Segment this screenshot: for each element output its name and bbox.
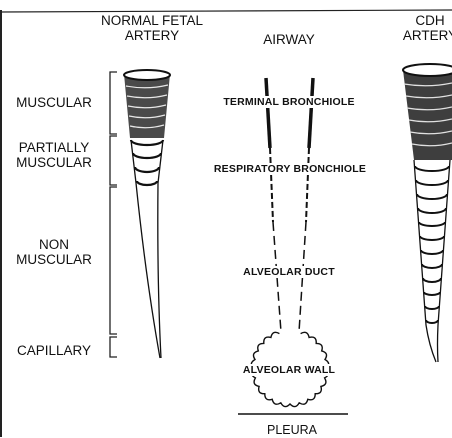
terminal-bronchiole-left — [266, 78, 270, 148]
header-airway: AIRWAY — [248, 33, 330, 48]
zone-label-muscular: MUSCULAR — [4, 96, 104, 111]
bracket-capillary — [110, 337, 117, 357]
zone-partial-line2: MUSCULAR — [4, 156, 104, 171]
bracket-muscular — [110, 72, 117, 134]
cdh-artery-muscular-wall — [403, 70, 452, 160]
terminal-bronchiole-right — [309, 78, 313, 148]
header-normal-line1: NORMAL FETAL — [90, 14, 214, 29]
frame-top-border — [0, 10, 452, 12]
zone-label-capillary: CAPILLARY — [4, 344, 104, 359]
zone-non-line1: NON — [4, 238, 104, 253]
label-alveolar-wall: ALVEOLAR WALL — [242, 364, 336, 376]
header-cdh-line2: ARTERY — [398, 29, 452, 44]
respiratory-bronchiole-left — [270, 148, 273, 222]
cdh-artery-vessel-walls — [414, 160, 450, 362]
zone-partial-line1: PARTIALLY — [4, 141, 104, 156]
cdh-artery-lumen — [403, 64, 452, 76]
label-alveolar-duct: ALVEOLAR DUCT — [242, 266, 336, 278]
zone-label-non-muscular: NON MUSCULAR — [4, 238, 104, 268]
header-cdh-line1: CDH — [398, 14, 452, 29]
label-respiratory-bronchiole: RESPIRATORY BRONCHIOLE — [213, 163, 367, 175]
label-pleura: PLEURA — [240, 424, 344, 438]
normal-artery — [124, 70, 170, 358]
respiratory-bronchiole-right — [306, 148, 309, 222]
cdh-artery — [403, 64, 452, 362]
bracket-partially-muscular — [110, 136, 117, 185]
normal-artery-lumen — [124, 70, 170, 80]
header-normal-line2: ARTERY — [90, 29, 214, 44]
header-cdh-artery: CDH ARTERY — [398, 14, 452, 44]
bracket-non-muscular — [110, 187, 117, 334]
label-terminal-bronchiole: TERMINAL BRONCHIOLE — [222, 96, 355, 108]
zone-brackets — [110, 72, 117, 357]
zone-label-partially-muscular: PARTIALLY MUSCULAR — [4, 141, 104, 171]
header-normal-fetal-artery: NORMAL FETAL ARTERY — [90, 14, 214, 44]
zone-non-line2: MUSCULAR — [4, 253, 104, 268]
